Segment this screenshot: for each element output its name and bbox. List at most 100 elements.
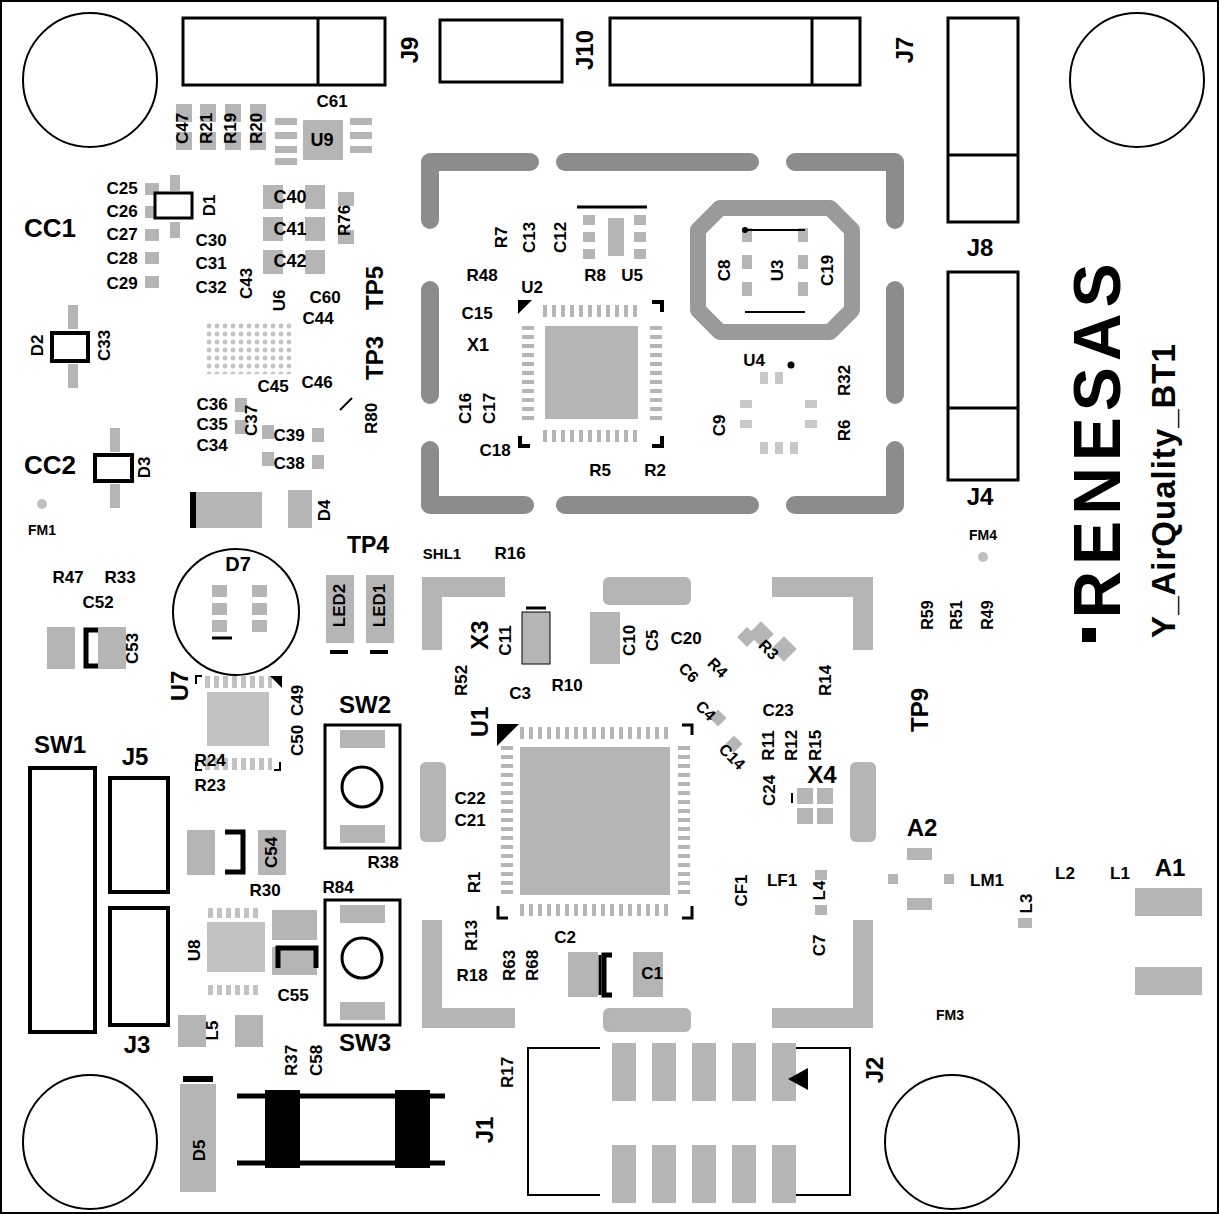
part-label: R8 [584, 267, 606, 284]
part-label: D3 [136, 456, 153, 478]
part-label: R24 [194, 752, 225, 769]
part-label: C40 [273, 188, 306, 206]
part-label: C19 [820, 254, 837, 285]
part-label: FM4 [969, 528, 997, 542]
part-label: J1 [473, 1117, 497, 1144]
part-label: U7 [168, 671, 192, 702]
part-label: R3 [755, 637, 781, 663]
part-label: C6 [675, 660, 701, 686]
part-label: C4 [692, 698, 718, 724]
part-label: C52 [82, 594, 113, 611]
part-label: J4 [967, 485, 994, 509]
part-label: D4 [316, 499, 333, 521]
part-label: C45 [257, 378, 288, 395]
part-label: C29 [106, 275, 137, 292]
part-label: SW2 [339, 693, 391, 717]
part-label: C37 [244, 404, 261, 435]
part-label: C5 [644, 629, 661, 651]
part-label: C15 [461, 305, 492, 322]
part-label: SW3 [339, 1031, 391, 1055]
part-label: C25 [106, 180, 137, 197]
part-label: R18 [456, 967, 487, 984]
part-label: J5 [122, 745, 149, 769]
part-label: LED1 [372, 583, 389, 626]
part-label: CC1 [24, 215, 76, 241]
part-label: C21 [454, 812, 485, 829]
part-label: R20 [249, 112, 266, 143]
part-label: R52 [454, 664, 471, 695]
part-label: C1 [641, 965, 663, 982]
part-label: C50 [290, 724, 307, 755]
part-label: R12 [784, 729, 801, 760]
part-label: D5 [191, 1139, 208, 1161]
part-label: CC2 [24, 452, 76, 478]
part-label: X1 [467, 336, 489, 354]
part-label: R76 [337, 204, 354, 235]
part-label: C36 [196, 396, 227, 413]
part-label: J3 [124, 1033, 151, 1057]
part-label: U5 [621, 267, 643, 284]
part-label: C11 [497, 625, 514, 655]
part-label: C7 [811, 934, 828, 956]
part-label: R47 [52, 569, 83, 586]
part-label: C10 [622, 624, 639, 655]
part-label: C20 [670, 630, 701, 647]
part-label: LM1 [970, 872, 1004, 889]
part-label: X4 [807, 763, 836, 787]
part-label: R48 [466, 267, 497, 284]
part-label: R37 [284, 1044, 301, 1075]
part-label: TP4 [347, 534, 389, 557]
part-label: CF1 [733, 874, 750, 906]
part-label: TP5 [363, 266, 387, 310]
part-label: C28 [106, 250, 137, 267]
part-label: D7 [225, 554, 251, 574]
part-label: C23 [762, 702, 793, 719]
part-label: L5 [205, 1020, 222, 1040]
part-label: R23 [194, 777, 225, 794]
part-label: A1 [1155, 856, 1186, 880]
part-label: TP9 [908, 688, 932, 732]
part-label: R49 [980, 600, 996, 629]
part-label: R51 [949, 600, 965, 629]
part-label: U3 [769, 259, 786, 281]
part-label: C60 [309, 289, 340, 306]
part-label: C22 [454, 790, 485, 807]
part-label: R5 [589, 462, 611, 479]
part-label: C24 [762, 774, 779, 805]
part-label: C18 [479, 442, 510, 459]
part-label: Y_AirQuality_BT1 [1146, 343, 1179, 638]
part-label: C55 [277, 987, 308, 1004]
part-label: U2 [521, 279, 543, 296]
part-label: R1 [466, 871, 483, 893]
part-label: C14 [716, 741, 748, 773]
part-label: C41 [273, 220, 306, 238]
part-label: R11 [760, 730, 777, 760]
part-label: U1 [468, 707, 492, 738]
part-label: C47 [175, 112, 192, 143]
part-label: R68 [525, 949, 542, 980]
part-label: R84 [322, 879, 353, 896]
part-label: LF1 [767, 872, 797, 889]
part-label: R63 [502, 949, 519, 980]
part-label: R2 [644, 462, 666, 479]
part-label: C3 [509, 685, 531, 702]
part-label: C16 [458, 392, 475, 423]
part-label: FM1 [28, 523, 56, 537]
part-label: LED2 [332, 583, 349, 626]
part-label: C54 [264, 836, 281, 867]
logo-text: RENESAS [1064, 257, 1130, 618]
part-label: C27 [106, 226, 137, 243]
part-label: J7 [893, 37, 917, 64]
part-label: C17 [482, 392, 499, 423]
part-label: C34 [196, 437, 227, 454]
part-label: C26 [106, 203, 137, 220]
part-label: R15 [808, 729, 825, 760]
part-label: R13 [464, 919, 481, 950]
part-label: C46 [301, 374, 332, 391]
part-label: C49 [290, 684, 307, 715]
part-label: C12 [553, 221, 570, 252]
part-label: R7 [493, 226, 510, 248]
part-label: D1 [201, 194, 218, 216]
part-label: TP3 [363, 336, 387, 380]
part-label: U8 [186, 939, 203, 961]
